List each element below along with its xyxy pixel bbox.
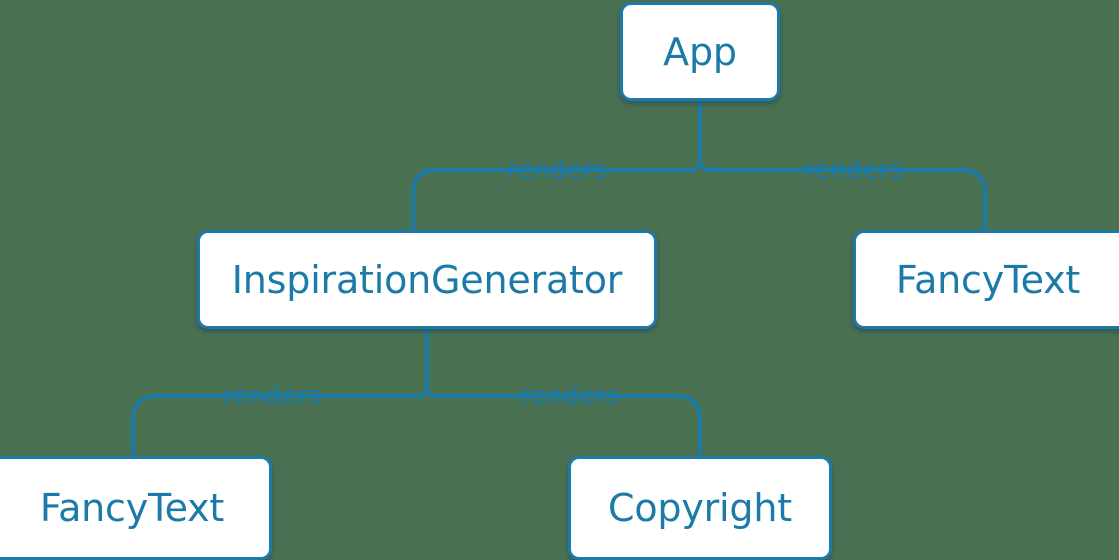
node-fancytext-left[interactable]: FancyText	[0, 456, 272, 560]
node-fancytext-right-label: FancyText	[895, 257, 1081, 302]
node-inspirationgenerator[interactable]: InspirationGenerator	[197, 230, 657, 329]
edge-label-inspirationgenerator-copyright: renders	[520, 381, 620, 411]
node-app[interactable]: App	[620, 2, 780, 101]
node-fancytext-left-label: FancyText	[39, 486, 225, 530]
edge-label-inspirationgenerator-fancytext: renders	[222, 381, 322, 411]
node-copyright-label: Copyright	[608, 486, 792, 530]
node-copyright[interactable]: Copyright	[568, 456, 832, 560]
edge-inspirationgenerator-to-fancytext	[419, 390, 435, 398]
node-app-label: App	[663, 29, 737, 74]
node-inspirationgenerator-label: InspirationGenerator	[231, 257, 623, 302]
node-fancytext-right[interactable]: FancyText	[853, 230, 1119, 329]
edge-label-app-fancytext-right: renders	[803, 155, 903, 185]
edge-label-app-inspirationgenerator: renders	[507, 155, 607, 185]
